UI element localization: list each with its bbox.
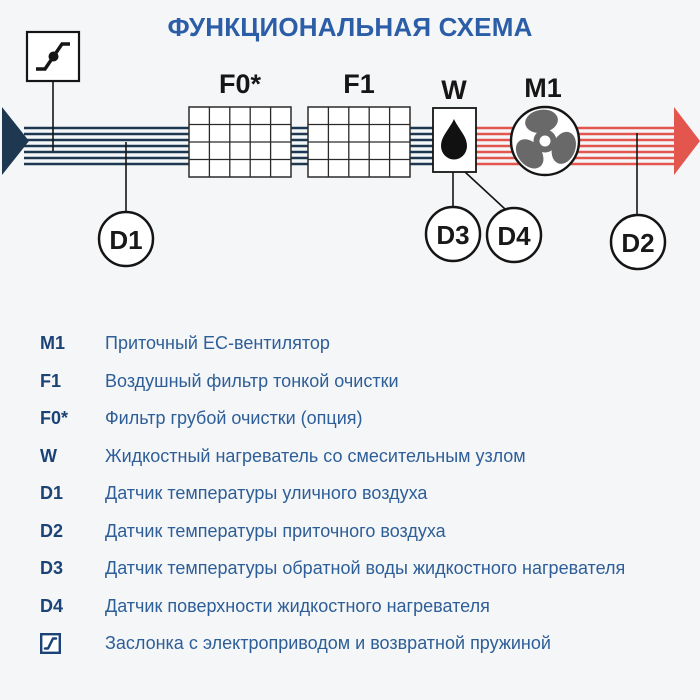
label-f1: F1 [343, 69, 375, 99]
legend-key: W [40, 445, 57, 466]
legend-item-damper: Заслонка с электроприводом и возвратной … [40, 625, 680, 663]
legend-key: F0* [40, 408, 69, 429]
label-f0: F0* [219, 69, 262, 99]
legend-key: D4 [40, 595, 64, 616]
damper-icon [40, 633, 105, 655]
legend-item-m1: M1 Приточный EC-вентилятор [40, 325, 680, 363]
legend-desc: Датчик температуры уличного воздуха [105, 483, 428, 504]
label-w: W [441, 75, 467, 105]
legend-desc: Датчик температуры обратной воды жидкост… [105, 558, 626, 579]
fine-filter-f1 [307, 106, 411, 178]
sensor-d1: D1 [97, 210, 155, 268]
outdoor-air-arrow [2, 107, 29, 175]
sensor-d4-line [464, 171, 506, 210]
filter-grid-icon [308, 107, 410, 177]
fan-hub [539, 135, 551, 147]
legend-item-d2: D2 Датчик температуры приточного воздуха [40, 513, 680, 551]
legend-item-d3: D3 Датчик температуры обратной воды жидк… [40, 550, 680, 588]
legend-key: D2 [40, 520, 64, 541]
legend-desc: Приточный EC-вентилятор [105, 333, 330, 354]
water-droplet-icon [441, 119, 467, 160]
legend-desc: Фильтр грубой очистки (опция) [105, 408, 363, 429]
damper-box [25, 30, 81, 83]
sensor-d4-label: D4 [497, 221, 531, 251]
legend-item-d1: D1 Датчик температуры уличного воздуха [40, 475, 680, 513]
sensor-d1-label: D1 [109, 225, 142, 255]
legend-desc: Жидкостный нагреватель со смесительным у… [105, 445, 526, 466]
fan-propeller-icon [515, 109, 576, 169]
coarse-filter-f0 [188, 106, 292, 178]
legend-desc: Заслонка с электроприводом и возвратной … [105, 633, 551, 654]
damper-actuator-icon [36, 42, 70, 71]
sensor-d2: D2 [609, 213, 667, 271]
sensor-d4: D4 [485, 206, 543, 264]
legend-desc: Воздушный фильтр тонкой очистки [105, 370, 399, 391]
sensor-d2-label: D2 [621, 228, 654, 258]
legend-item-w: W Жидкостный нагреватель со смесительным… [40, 438, 680, 476]
ventilation-schematic: D1 D3 D4 D2 F0* F1 W M1 [2, 30, 700, 271]
sensor-d3: D3 [424, 205, 482, 263]
legend-key: M1 [40, 333, 66, 354]
legend-desc: Датчик поверхности жидкостного нагревате… [105, 595, 490, 616]
filter-grid-icon [189, 107, 291, 177]
legend-key: F1 [40, 370, 62, 391]
supply-air-arrow [674, 107, 700, 175]
legend-item-f0: F0* Фильтр грубой очистки (опция) [40, 400, 680, 438]
water-heater-w [432, 107, 477, 173]
label-m1: M1 [524, 73, 562, 103]
legend-key: D3 [40, 558, 64, 579]
legend: M1 Приточный EC-вентилятор F1 Воздушный … [40, 325, 680, 663]
sensor-d3-label: D3 [436, 220, 469, 250]
legend-item-f1: F1 Воздушный фильтр тонкой очистки [40, 363, 680, 401]
legend-item-d4: D4 Датчик поверхности жидкостного нагрев… [40, 588, 680, 626]
page-title: ФУНКЦИОНАЛЬНАЯ СХЕМА [167, 12, 533, 42]
fan-m1 [509, 105, 581, 177]
legend-desc: Датчик температуры приточного воздуха [105, 520, 446, 541]
legend-key: D1 [40, 483, 64, 504]
